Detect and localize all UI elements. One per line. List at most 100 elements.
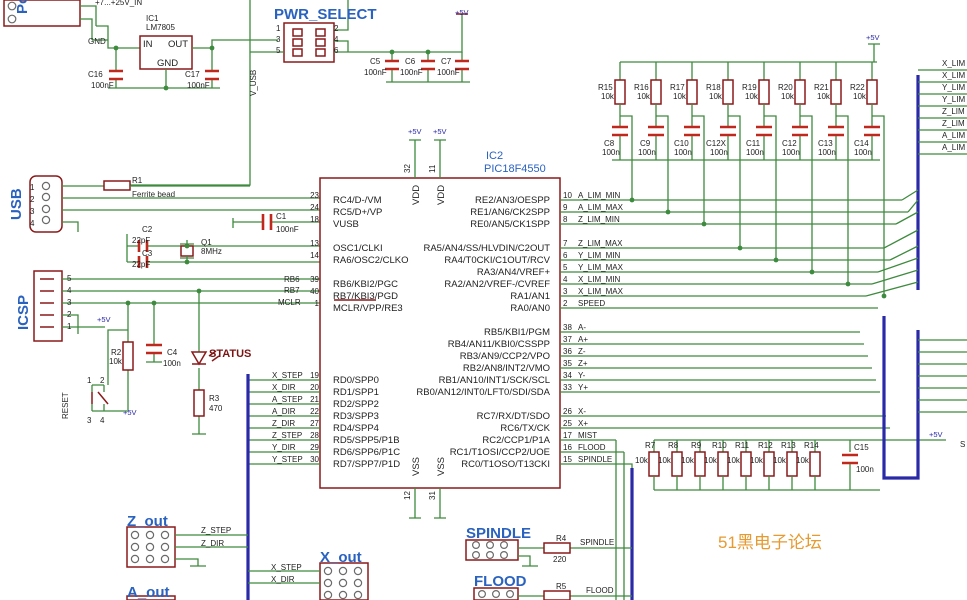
net-rb7: RB7 [284,286,300,295]
lbl-vdd2: VDD [436,185,447,205]
pwrsel-p1: 1 [276,24,281,33]
lp-39: RB6/KBI2/PGC [333,279,398,290]
r20-val: 10k [781,92,795,101]
pwrsel-p2: 2 [334,24,339,33]
lbl-vdd1: VDD [411,185,422,205]
rl-5: Y_LIM_MAX [578,263,624,272]
rn-8: 8 [563,215,568,224]
icsp-p4: 4 [67,286,72,295]
c16-val: 100nF [91,81,114,90]
c7-val: 100nF [437,68,460,77]
lpn-29: 29 [310,443,319,452]
pwrsel-title: PWR_SELECT [274,6,377,23]
c15-ref: C15 [854,443,869,452]
r22-val: 10k [853,92,867,101]
lpn-1: 1 [315,299,320,308]
lpn-18: 18 [310,215,319,224]
edge-4: Y_LIM [942,95,965,104]
icsp-label: ICSP [15,295,32,330]
ln-20: X_DIR [272,383,296,392]
v5-right: +5V [866,33,880,42]
c14-val: 100n [854,148,872,157]
rl-15: SPINDLE [578,455,612,464]
ic1-val: LM7805 [146,23,175,32]
edge-3: Y_LIM [942,83,965,92]
zout-title: Z_out [127,513,168,530]
pwr-select-jumper [283,22,335,63]
r18-val: 10k [709,92,723,101]
c4-val: 100n [163,359,181,368]
r17-ref: R17 [670,83,685,92]
c15-val: 100n [856,465,874,474]
edge-1: X_LIM [942,59,965,68]
rp-33: RB0/AN12/INT0/LFT0/SDI/SDA [416,387,550,398]
lp-23: RC4/D-/VM [333,195,382,206]
xout-n2: X_DIR [271,575,295,584]
lpn-22: 22 [310,407,319,416]
q1-val: 8MHz [201,247,222,256]
spindle-title: SPINDLE [466,525,531,542]
c9-val: 100n [638,148,656,157]
r11-ref: R11 [735,441,750,450]
rn-10: 10 [563,191,572,200]
usb-p4: 4 [30,219,35,228]
rn-37: 37 [563,335,572,344]
lpn-13: 13 [310,239,319,248]
c1-ref: C1 [276,212,287,221]
lp-22: RD3/SPP3 [333,411,379,422]
edge-8: A_LIM [942,143,965,152]
icsp-p5: 5 [67,274,72,283]
ic1-in: IN [143,39,153,50]
lpn-27: 27 [310,419,319,428]
c3-ref: C3 [142,249,153,258]
ic1-out: OUT [168,39,188,50]
ln-21: A_STEP [272,395,303,404]
r2-resistor [122,341,134,371]
rl-4: X_LIM_MIN [578,275,620,284]
r11-val: 10k [727,456,741,465]
gnd-label: GND [88,37,106,46]
flood-title: FLOOD [474,573,527,590]
c12x-ref: C12X [706,139,727,148]
v5-edge: +5V [929,430,943,439]
lp-13: OSC1/CLKI [333,243,383,254]
pin-11: 11 [428,164,437,173]
q1-ref: Q1 [201,238,212,247]
lpn-23: 23 [310,191,319,200]
rl-26: X- [578,407,586,416]
rp-35: RB2/AN8/INT2/VMO [463,363,550,374]
flood-net: FLOOD [586,586,614,595]
rl-25: X+ [578,419,588,428]
c5-ref: C5 [370,57,381,66]
lp-29: RD6/SPP6/P1C [333,447,400,458]
r20-ref: R20 [778,83,793,92]
v5-top: +5V [455,8,469,17]
rl-37: A+ [578,335,588,344]
edge-5: Z_LIM [942,107,965,116]
rn-26: 26 [563,407,572,416]
c5-val: 100nF [364,68,387,77]
c13-ref: C13 [818,139,833,148]
rp-15: RC0/T1OSO/T13CKI [461,459,550,470]
r3-ref: R3 [209,394,220,403]
rn-38: 38 [563,323,572,332]
rl-8: Z_LIM_MIN [578,215,620,224]
usb-label: USB [8,188,25,220]
usb-connector-body [29,175,63,233]
r1-ferrite-bead [103,180,131,191]
lpn-39: 39 [310,275,319,284]
schematic-graphics [3,0,967,600]
rn-17: 17 [563,431,572,440]
r21-val: 10k [817,92,831,101]
c9-ref: C9 [640,139,651,148]
lpn-30: 30 [310,455,319,464]
r1-val: Ferrite bead [132,190,175,199]
r3-val: 470 [209,404,223,413]
sw-p4: 4 [100,416,105,425]
lpn-20: 20 [310,383,319,392]
rp-3: RA1/AN1 [510,291,550,302]
ic1-lm7805 [139,35,193,70]
rp-10: RE2/AN3/OESPP [475,195,550,206]
r12-val: 10k [750,456,764,465]
